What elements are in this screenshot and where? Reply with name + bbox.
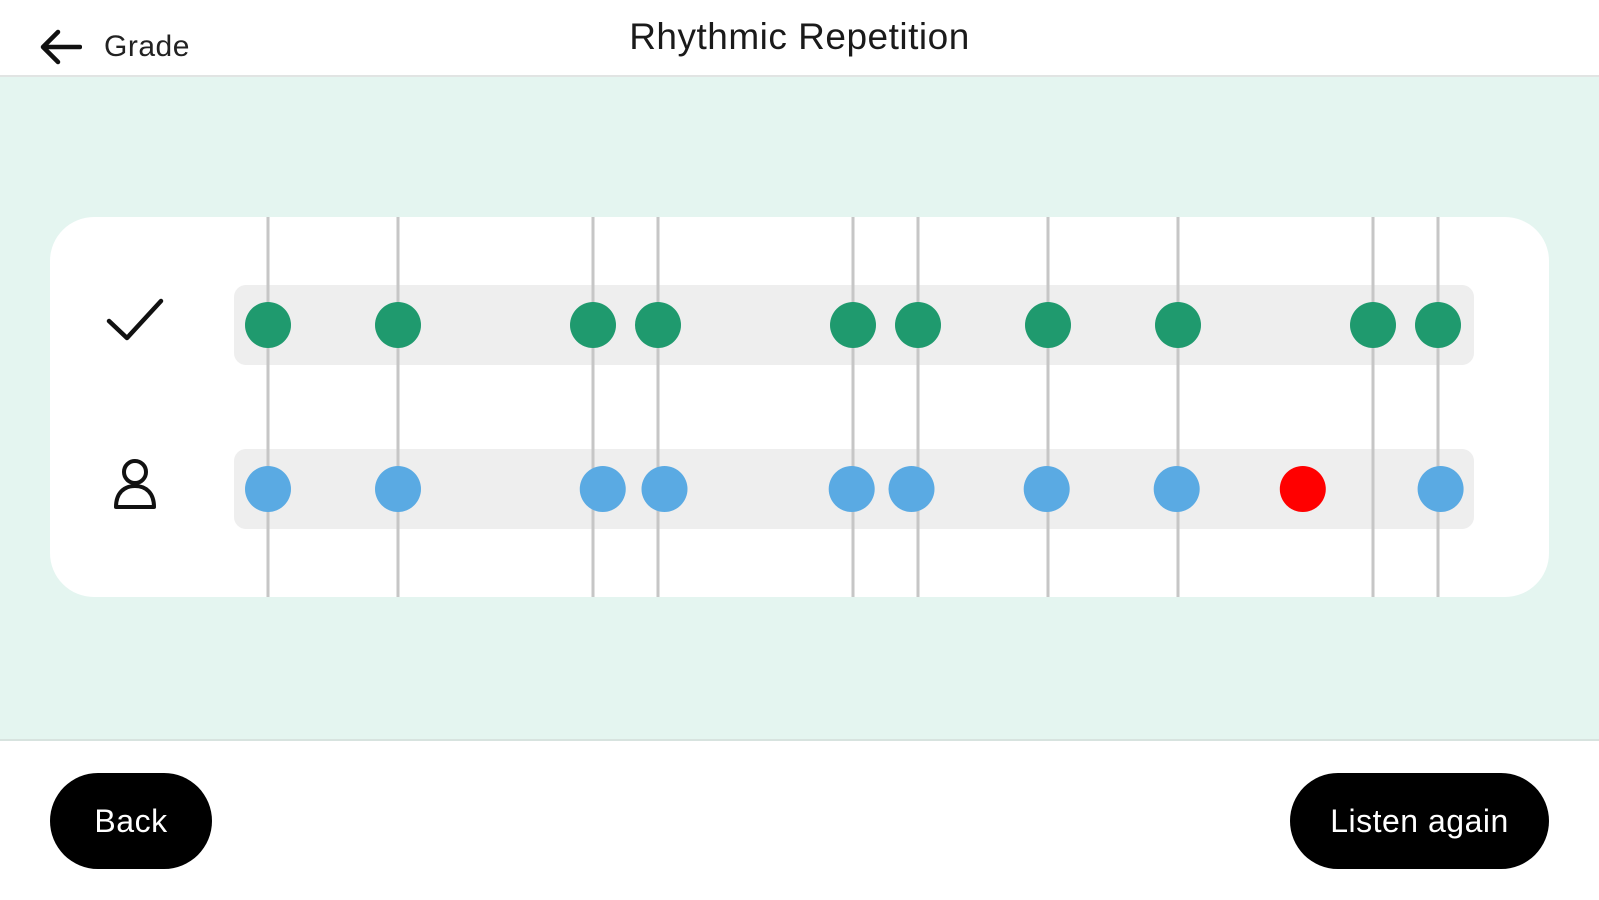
user-note-dot (1023, 466, 1070, 512)
reference-note-dot (1025, 302, 1071, 348)
reference-note-dot (830, 302, 876, 348)
user-note-dot (375, 466, 421, 512)
user-note-dot (641, 466, 688, 512)
reference-note-dot (375, 302, 421, 348)
header: Grade Rhythmic Repetition (0, 0, 1599, 77)
reference-note-dot (1350, 302, 1396, 348)
back-button[interactable]: Back (50, 773, 212, 869)
reference-note-dot (635, 302, 681, 348)
check-icon (100, 284, 170, 354)
arrow-left-icon (38, 29, 82, 65)
user-note-dot (888, 466, 935, 512)
user-note-dot (245, 466, 291, 512)
user-note-dot (579, 466, 626, 512)
listen-again-button[interactable]: Listen again (1290, 773, 1549, 869)
reference-note-dot (245, 302, 291, 348)
footer: Back Listen again (0, 741, 1599, 900)
reference-note-dot (570, 302, 616, 348)
reference-note-dot (1155, 302, 1201, 348)
user-note-dot (1417, 466, 1464, 512)
reference-note-dot (1415, 302, 1461, 348)
user-note-dot (828, 466, 875, 512)
rhythm-comparison-card (50, 217, 1549, 597)
page-title: Rhythmic Repetition (629, 16, 970, 57)
rhythm-timeline (234, 217, 1474, 597)
user-note-dot-wrong (1279, 466, 1326, 512)
user-note-dot (1153, 466, 1200, 512)
user-icon (100, 448, 170, 518)
rhythm-stage (0, 77, 1599, 741)
reference-note-dot (895, 302, 941, 348)
back-link-label: Grade (104, 30, 190, 63)
grade-back-link[interactable]: Grade (38, 24, 190, 70)
